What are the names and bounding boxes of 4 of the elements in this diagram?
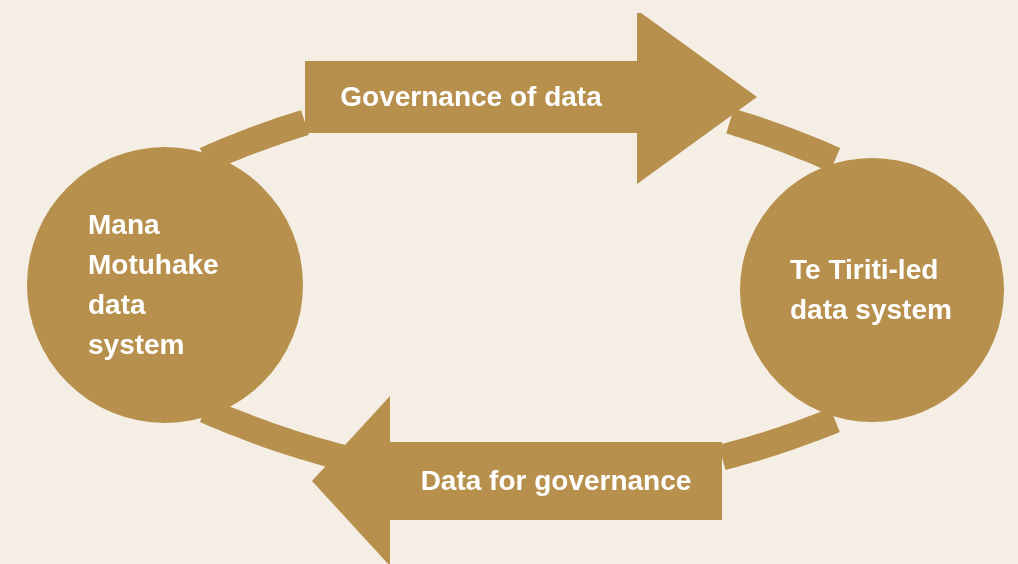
node-label: Te Tiriti-led data system [790,253,953,327]
node-label: Mana Motuhake data system [88,208,220,362]
arrow-label: Governance of data [340,80,602,114]
arrow-label: Data for governance [420,464,692,498]
